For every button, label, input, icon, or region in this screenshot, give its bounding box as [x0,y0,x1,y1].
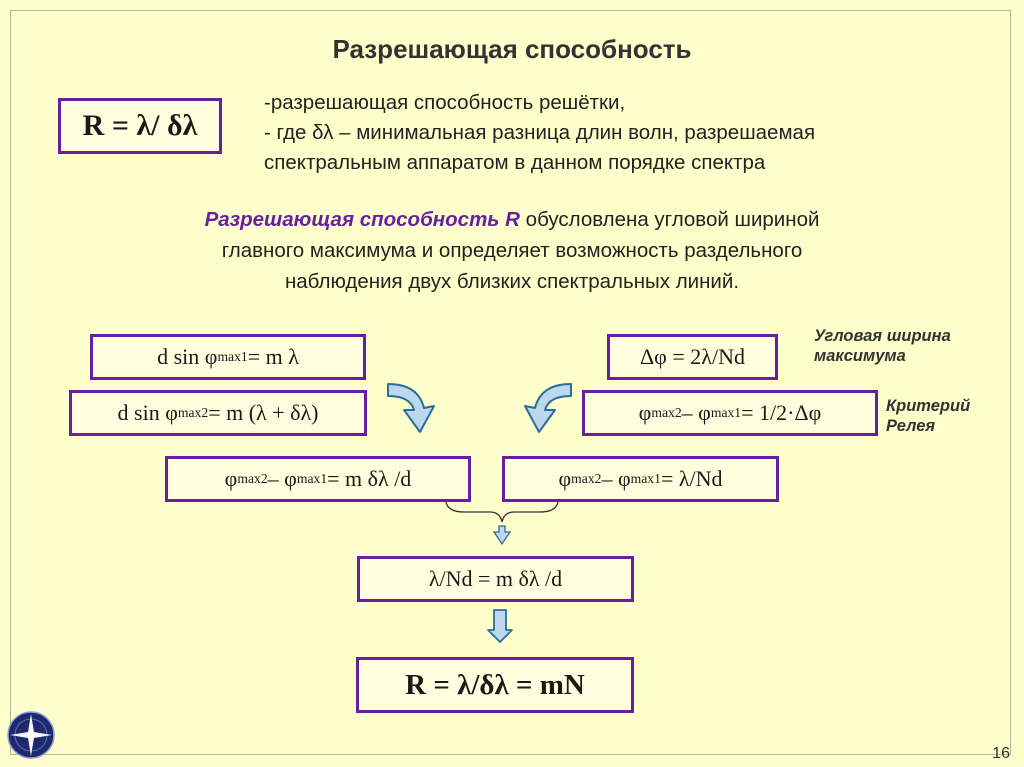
formula-difference-right-a-sub: max2 [571,471,602,486]
formula-rayleigh-post: = 1/2·Δφ [741,400,822,425]
formula-max2-pre: d sin φ [117,400,178,425]
formula-combined-box: λ/Nd = m δλ /d [357,556,634,602]
formula-difference-left-post: = m δλ /d [327,466,412,491]
note-angular-width: Угловая ширина максимума [814,326,951,366]
formula-rayleigh-b-sub: max1 [710,405,742,420]
logo-icon [7,711,55,759]
formula-resolution: R = λ/ δλ [82,109,198,142]
formula-result-box: R = λ/δλ = mN [356,657,634,713]
formula-rayleigh-a: φ [638,400,652,425]
paragraph-line-1-rest: обусловлена угловой шириной [519,208,820,231]
note-rayleigh-line-2: Релея [886,417,936,435]
slide-frame [10,10,1011,755]
formula-angular-width: Δφ = 2λ/Nd [640,344,745,369]
slide-title: Разрешающая способность [332,34,692,64]
formula-max1-post: = m λ [247,344,299,369]
note-angular-width-line-1: Угловая ширина [814,327,951,345]
formula-max1-sub: max1 [217,349,248,364]
formula-rayleigh-a-sub: max2 [651,405,682,420]
formula-result: R = λ/δλ = mN [405,668,585,701]
formula-difference-left-mid: – φ [267,466,297,491]
paragraph-emphasis: Разрешающая способность R [204,208,520,231]
paragraph-line-2: главного максимума и определяет возможно… [221,239,803,262]
formula-difference-right-a: φ [558,466,572,491]
formula-rayleigh-mid: – φ [681,400,711,425]
note-rayleigh-line-1: Критерий [886,397,971,415]
formula-max1-pre: d sin φ [157,344,218,369]
formula-resolution-box: R = λ/ δλ [58,98,222,154]
definition-line-1: -разрешающая способность решётки, [264,91,626,114]
down-arrow-icon [487,609,513,643]
formula-max2-sub: max2 [177,405,209,420]
definition-line-3: спектральным аппаратом в данном порядке … [264,151,766,174]
formula-difference-left-b-sub: max1 [296,471,328,486]
note-angular-width-line-2: максимума [814,347,906,365]
definition-line-2: - где δλ – минимальная разница длин волн… [264,121,816,144]
formula-combined: λ/Nd = m δλ /d [428,566,563,591]
formula-difference-right-b-sub: max1 [630,471,661,486]
note-rayleigh: Критерий Релея [886,396,970,436]
formula-difference-left-a: φ [224,466,238,491]
paragraph-line-3: наблюдения двух близких спектральных лин… [284,270,740,293]
definitions: -разрешающая способность решётки, - где … [264,88,815,178]
curved-arrow-right-icon [387,383,435,433]
brace-connector-icon [445,501,559,546]
explanation-paragraph: Разрешающая способность R обусловлена уг… [60,204,964,297]
curved-arrow-left-icon [524,383,572,433]
formula-difference-right-post: = λ/Nd [660,466,723,491]
formula-max2-post: = m (λ + δλ) [208,400,319,425]
formula-difference-right-mid: – φ [601,466,631,491]
formula-difference-left-a-sub: max2 [237,471,268,486]
page-number: 16 [992,745,1010,762]
formula-angular-width-box: Δφ = 2λ/Nd [607,334,778,380]
